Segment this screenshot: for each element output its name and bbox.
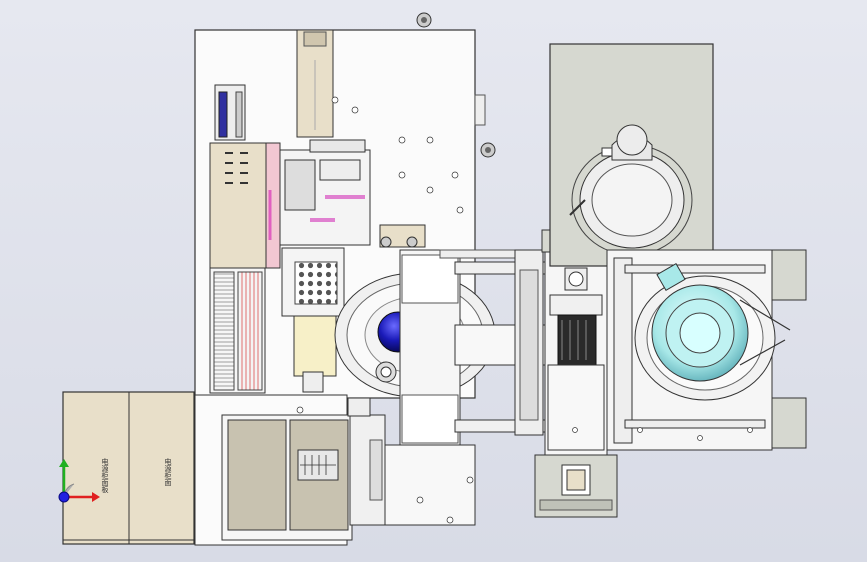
bottom-motor-box (534, 454, 618, 518)
triad-axes (58, 459, 100, 503)
y-axis-head (59, 459, 69, 467)
striped-heatsink (209, 267, 266, 394)
cabinet-panel-label-left: 电源柜面板 (101, 458, 109, 493)
mounting-holes (296, 96, 753, 524)
hopper-tank (549, 43, 714, 267)
x-axis-head (92, 492, 100, 502)
cabinet-panel-label-right: 电源柜面 (164, 458, 172, 486)
z-axis-dot (58, 491, 70, 503)
beige-column (296, 29, 334, 138)
cyan-vibratory-bowl (651, 263, 791, 382)
left-cabinet (209, 84, 281, 269)
top-fittings (416, 12, 496, 158)
upper-mechanism (268, 139, 426, 248)
lower-feeder (221, 397, 476, 541)
grid-plate (281, 247, 345, 393)
electrical-cabinet (62, 391, 195, 545)
